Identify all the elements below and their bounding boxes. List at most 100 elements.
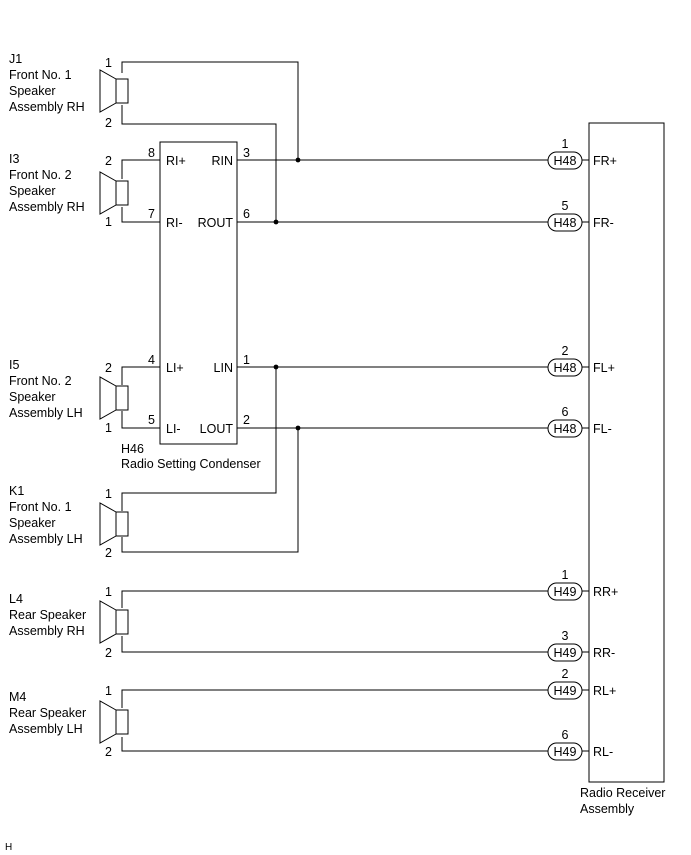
component-name: Rear Speaker	[9, 706, 86, 720]
connector-pill: H49 2 RL+	[547, 667, 616, 700]
wires	[121, 61, 589, 752]
connector-code: H49	[554, 745, 577, 759]
pin-label: RI+	[166, 154, 186, 168]
radio-receiver-assembly: Radio Receiver Assembly	[580, 122, 665, 816]
pin-number: 2	[105, 361, 112, 375]
pin-label: RR-	[593, 646, 615, 660]
component-name: Front No. 1	[9, 68, 72, 82]
radio-setting-condenser: 8 RI+ 7 RI- 4 LI+ 5 LI- 3 RIN 6 ROUT 1 L…	[121, 141, 261, 471]
speaker-icon	[115, 385, 129, 411]
pin-number: 2	[105, 546, 112, 560]
pin-number: 1	[105, 684, 112, 698]
speaker-icon	[115, 180, 129, 206]
connector-pill: H48 1 FR+	[547, 137, 617, 170]
pin-number: 1	[105, 215, 112, 229]
pin-number: 1	[105, 56, 112, 70]
wire-i3-pin1	[121, 207, 160, 223]
speaker-cone-icon	[99, 171, 117, 215]
component-name: Speaker	[9, 184, 56, 198]
pin-label: LIN	[214, 361, 233, 375]
pin-number: 1	[105, 487, 112, 501]
pin-label: ROUT	[198, 216, 234, 230]
component-name: Rear Speaker	[9, 608, 86, 622]
component-code: I5	[9, 358, 19, 372]
pin-label: LOUT	[200, 422, 234, 436]
connector-pill: H49 1 RR+	[547, 568, 618, 601]
pin-label: RR+	[593, 585, 618, 599]
component-name: Assembly LH	[9, 532, 83, 546]
pin-label: RL-	[593, 745, 613, 759]
junction-dot	[295, 425, 301, 431]
pin-label: LI+	[166, 361, 184, 375]
junction-dots	[273, 157, 301, 431]
component-name: Assembly RH	[9, 624, 85, 638]
connector-pill: H48 2 FL+	[547, 344, 615, 377]
pin-label: FL+	[593, 361, 615, 375]
connector-pill: H48 6 FL-	[547, 405, 612, 438]
diagram-code: H	[5, 842, 12, 853]
pin-number: 8	[148, 146, 155, 160]
pin-label: FL-	[593, 422, 612, 436]
pin-label: RIN	[211, 154, 233, 168]
connector-pills: H48 1 FR+ H48 5 FR- H48 2 FL+ H48 6 FL-	[547, 137, 618, 761]
component-code: H46	[121, 442, 144, 456]
pin-number: 6	[562, 728, 569, 742]
pin-number: 2	[105, 646, 112, 660]
wire-l4-pin2	[121, 636, 548, 653]
junction-dot	[295, 157, 301, 163]
pin-number: 1	[562, 137, 569, 151]
pin-number: 5	[562, 199, 569, 213]
junction-dot	[273, 364, 279, 370]
wire-k1-pin2	[121, 428, 299, 553]
pin-number: 1	[105, 421, 112, 435]
connector-pill: H49 6 RL-	[547, 728, 613, 761]
speaker-cone-icon	[99, 69, 117, 113]
component-code: J1	[9, 52, 22, 66]
connector-code: H49	[554, 684, 577, 698]
speaker-cone-icon	[99, 376, 117, 420]
component-code: L4	[9, 592, 23, 606]
pin-number: 3	[562, 629, 569, 643]
connector-code: H48	[554, 422, 577, 436]
connector-pill: H48 5 FR-	[547, 199, 614, 232]
wire-i3-pin2	[121, 159, 160, 179]
pin-number: 2	[562, 667, 569, 681]
speaker-l4: 1 2 L4 Rear Speaker Assembly RH	[9, 585, 129, 660]
wire-j1-pin1	[121, 61, 299, 160]
speaker-icon	[115, 511, 129, 537]
pin-number: 6	[243, 207, 250, 221]
speaker-j1: 1 2 J1 Front No. 1 Speaker Assembly RH	[9, 52, 129, 130]
receiver-box	[588, 122, 665, 783]
pin-number: 6	[562, 405, 569, 419]
component-name: Speaker	[9, 516, 56, 530]
component-name: Speaker	[9, 390, 56, 404]
speaker-cone-icon	[99, 600, 117, 644]
pin-number: 1	[562, 568, 569, 582]
condenser-box	[159, 141, 238, 445]
wire-l4-pin1	[121, 590, 548, 608]
component-code: K1	[9, 484, 24, 498]
connector-code: H48	[554, 216, 577, 230]
speaker-i5: 2 1 I5 Front No. 2 Speaker Assembly LH	[9, 358, 129, 435]
junction-dot	[273, 219, 279, 225]
pin-number: 2	[243, 413, 250, 427]
component-name: Assembly LH	[9, 406, 83, 420]
component-name: Speaker	[9, 84, 56, 98]
connector-code: H48	[554, 361, 577, 375]
pin-number: 1	[243, 353, 250, 367]
pin-label: LI-	[166, 422, 181, 436]
wire-j1-pin2	[121, 105, 277, 222]
component-name: Assembly	[580, 802, 635, 816]
pin-number: 2	[105, 745, 112, 759]
component-name: Front No. 2	[9, 374, 72, 388]
pin-number: 1	[105, 585, 112, 599]
speaker-icon	[115, 78, 129, 104]
pin-label: FR-	[593, 216, 614, 230]
pin-label: FR+	[593, 154, 617, 168]
speaker-k1: 1 2 K1 Front No. 1 Speaker Assembly LH	[9, 484, 129, 560]
speaker-i3: 2 1 I3 Front No. 2 Speaker Assembly RH	[9, 152, 129, 229]
pin-number: 7	[148, 207, 155, 221]
component-name: Assembly RH	[9, 100, 85, 114]
wire-m4-pin1	[121, 689, 548, 708]
speaker-icon	[115, 709, 129, 735]
